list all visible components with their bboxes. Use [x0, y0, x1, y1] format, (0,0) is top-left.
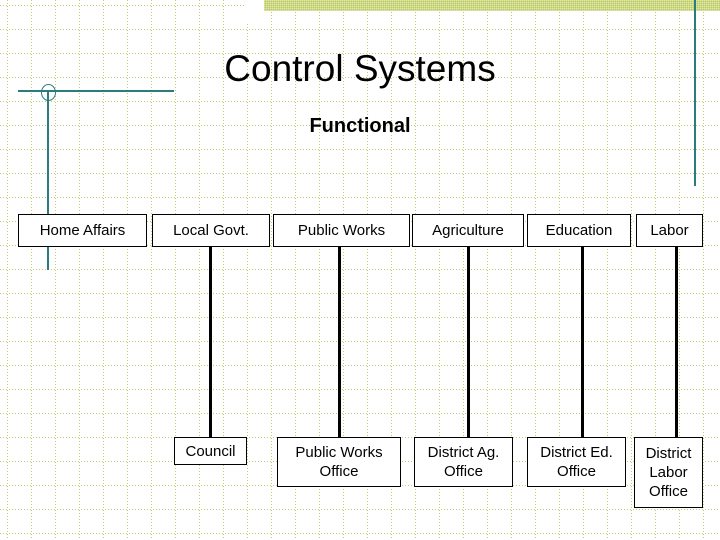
- ministry-node-label: Local Govt.: [173, 222, 249, 239]
- office-node-label: District Ag. Office: [427, 444, 500, 480]
- grid-line-horizontal: [0, 413, 720, 414]
- ministry-node[interactable]: Home Affairs: [18, 214, 147, 247]
- ministry-node-label: Public Works: [297, 222, 386, 239]
- grid-line-horizontal: [0, 269, 720, 270]
- left-horizontal-rule: [18, 90, 174, 92]
- org-connector-line: [581, 247, 584, 437]
- ministry-node[interactable]: Labor: [636, 214, 703, 247]
- grid-line-horizontal: [0, 293, 720, 294]
- top-banner: [264, 0, 720, 11]
- grid-line-horizontal: [0, 29, 720, 30]
- ministry-node[interactable]: Local Govt.: [152, 214, 270, 247]
- org-connector-line: [338, 247, 341, 437]
- ministry-node[interactable]: Agriculture: [412, 214, 524, 247]
- office-node[interactable]: District Ed. Office: [527, 437, 626, 487]
- grid-line-horizontal: [0, 173, 720, 174]
- org-connector-line: [209, 247, 212, 437]
- office-node-label: District Labor Office: [645, 445, 692, 500]
- grid-line-horizontal: [0, 149, 720, 150]
- ministry-node[interactable]: Public Works: [273, 214, 410, 247]
- ministry-node[interactable]: Education: [527, 214, 631, 247]
- ministry-node-label: Agriculture: [432, 222, 504, 239]
- grid-line-horizontal: [0, 365, 720, 366]
- org-connector-line: [467, 247, 470, 437]
- page-subtitle: Functional: [309, 115, 411, 137]
- grid-line-horizontal: [0, 341, 720, 342]
- banner-notch: [246, 0, 264, 22]
- grid-line-horizontal: [0, 389, 720, 390]
- grid-line-horizontal: [0, 317, 720, 318]
- left-vertical-rule: [47, 90, 49, 270]
- grid-line-horizontal: [0, 533, 720, 534]
- ministry-node-label: Home Affairs: [39, 222, 126, 239]
- grid-line-horizontal: [0, 101, 720, 102]
- right-vertical-rule: [694, 0, 696, 186]
- ministry-node-label: Labor: [650, 222, 689, 239]
- office-node[interactable]: Public Works Office: [277, 437, 401, 487]
- org-connector-line: [675, 247, 678, 437]
- office-node[interactable]: District Ag. Office: [414, 437, 513, 487]
- office-node-label: Council: [185, 442, 236, 460]
- office-node[interactable]: District Labor Office: [634, 437, 703, 508]
- page-title: Control Systems: [224, 48, 496, 89]
- ministry-node-label: Education: [545, 222, 613, 239]
- office-node[interactable]: Council: [174, 437, 247, 465]
- circle-accent-icon: [41, 84, 56, 101]
- office-node-label: District Ed. Office: [540, 444, 613, 480]
- grid-line-horizontal: [0, 509, 720, 510]
- grid-line-horizontal: [0, 197, 720, 198]
- office-node-label: Public Works Office: [295, 444, 383, 480]
